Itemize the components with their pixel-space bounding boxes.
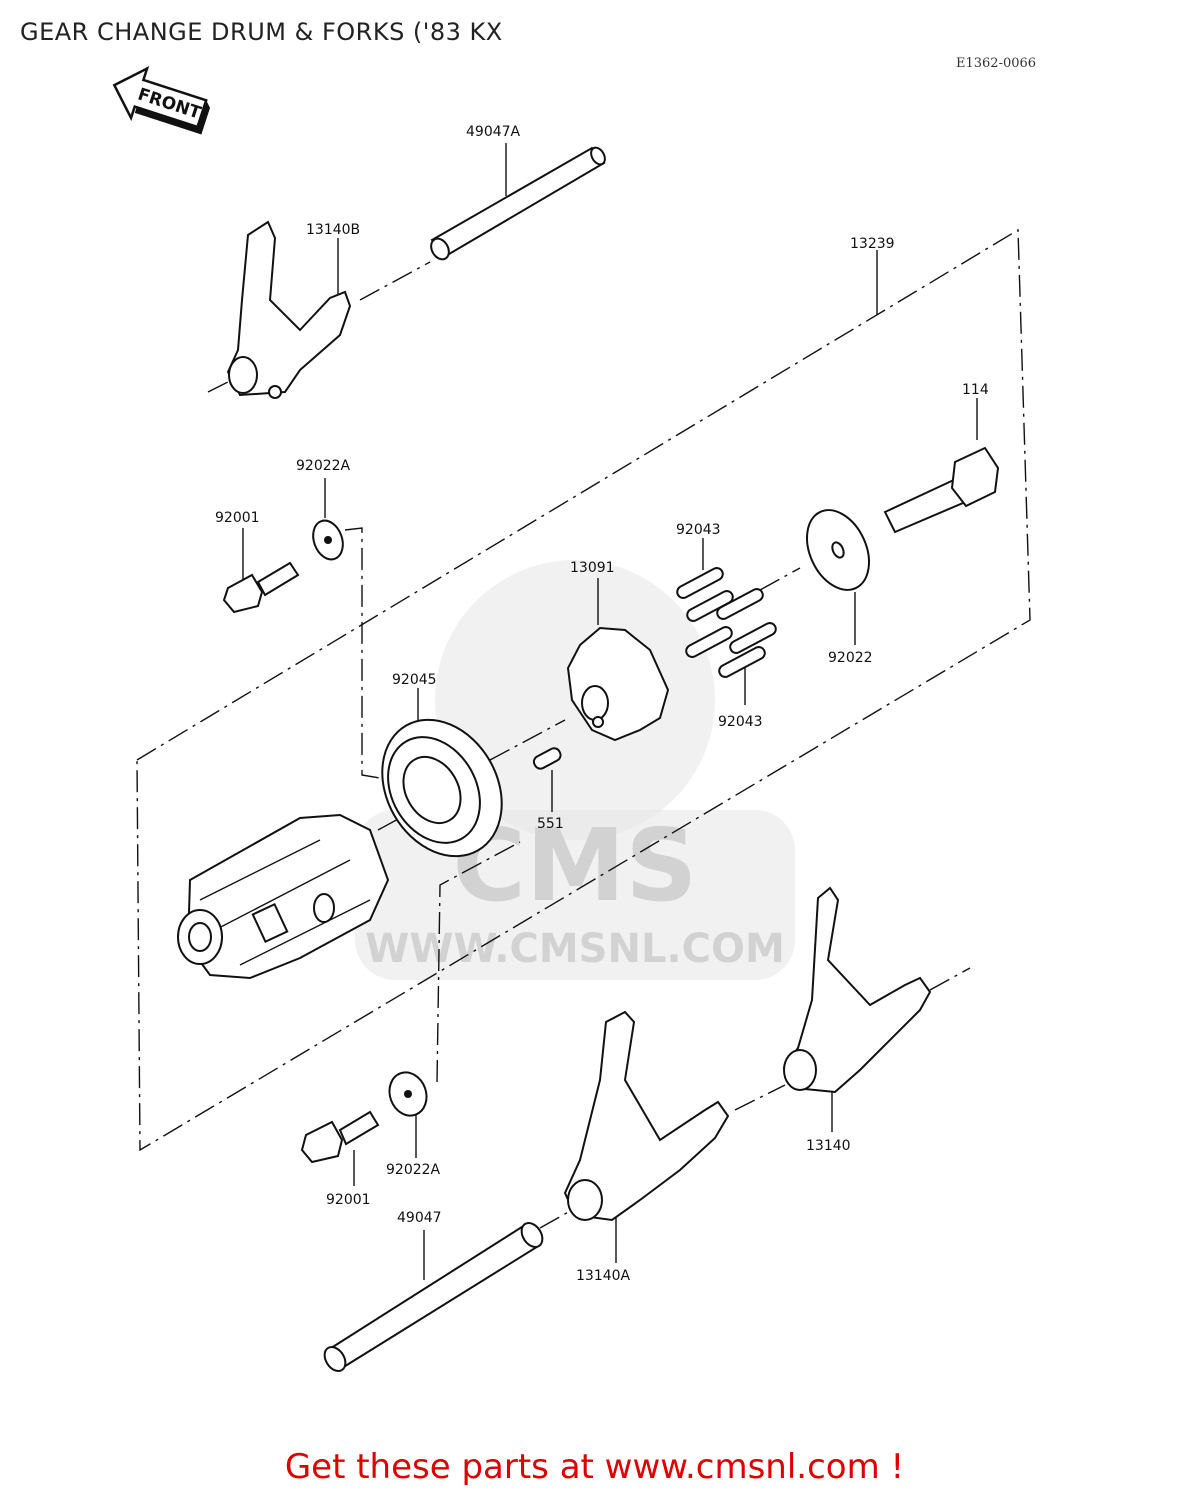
bolt-114	[883, 446, 1000, 534]
washer-92022	[806, 509, 870, 591]
part-labels: 49047A 13140B 13239 114 92022A 92001 920…	[215, 124, 989, 1284]
front-arrow-icon: FRONT	[112, 65, 211, 135]
diagram-code: E1362-0066	[956, 56, 1037, 71]
leader-lines	[207, 143, 978, 1280]
label-49047a: 49047A	[466, 124, 521, 140]
label-114: 114	[962, 382, 989, 398]
fork-13140a	[563, 1010, 730, 1222]
assembly-boundary	[136, 228, 1031, 1152]
pin-holder-13091	[566, 626, 670, 742]
label-13091: 13091	[570, 560, 615, 576]
label-92001-bottom: 92001	[326, 1192, 371, 1208]
washer-92022a-bottom	[388, 1071, 428, 1117]
washer-92022a-top	[312, 519, 344, 561]
fork-13140	[782, 886, 932, 1094]
shift-drum	[177, 813, 390, 980]
label-92022a-bottom: 92022A	[386, 1162, 441, 1178]
footer-promo-link[interactable]: Get these parts at www.cmsnl.com !	[0, 1447, 1179, 1487]
shaft-49047a	[430, 146, 606, 261]
pin-551	[532, 747, 562, 770]
fork-13140b	[226, 220, 352, 399]
bolt-92001-bottom	[300, 1110, 380, 1164]
label-551: 551	[537, 816, 564, 832]
label-92022a-top: 92022A	[296, 458, 351, 474]
label-92001-top: 92001	[215, 510, 260, 526]
label-92022: 92022	[828, 650, 873, 666]
pins-92043	[676, 567, 777, 678]
bolt-92001-top	[222, 561, 300, 614]
label-13140b: 13140B	[306, 222, 360, 238]
footer-promo-text: Get these parts at www.cmsnl.com !	[284, 1447, 905, 1487]
label-13140: 13140	[806, 1138, 851, 1154]
label-92043-bottom: 92043	[718, 714, 763, 730]
label-92045: 92045	[392, 672, 437, 688]
bearing-92045	[381, 718, 503, 858]
page-title: GEAR CHANGE DRUM & FORKS ('83 KX	[20, 18, 503, 46]
label-92043-top: 92043	[676, 522, 721, 538]
label-13140a: 13140A	[576, 1268, 631, 1284]
shaft-49047	[323, 1222, 544, 1372]
label-13239: 13239	[850, 236, 895, 252]
watermark-url-text: WWW.CMSNL.COM	[365, 926, 785, 972]
label-49047: 49047	[397, 1210, 442, 1226]
cmsnl-watermark: CMS WWW.CMSNL.COM	[355, 560, 795, 980]
